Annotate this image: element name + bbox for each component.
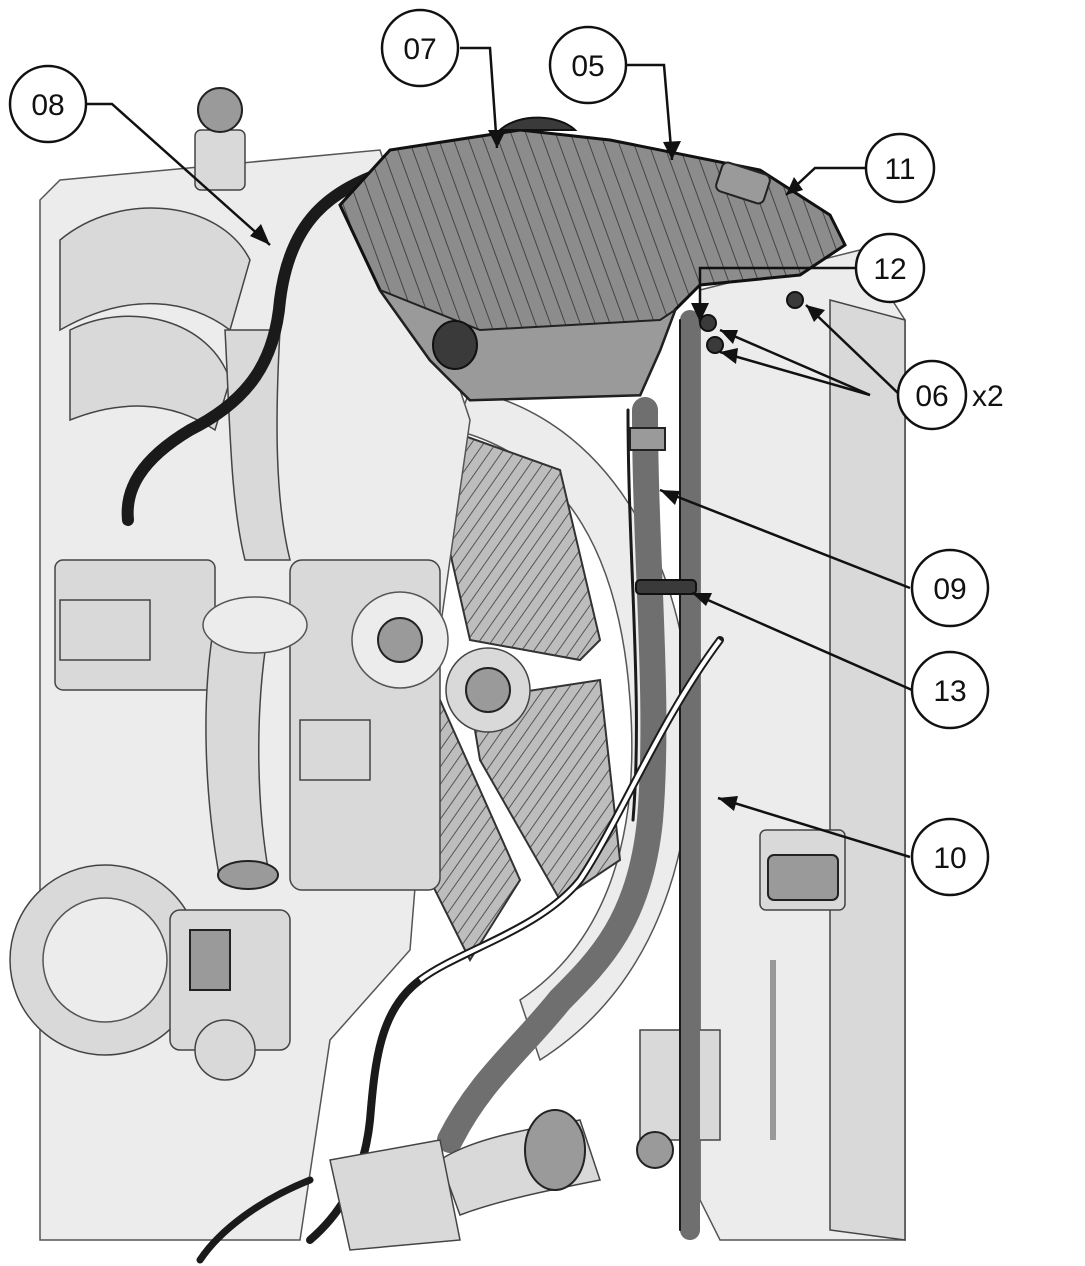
callout-10-label: 10 [933,842,966,875]
lower-outlet-pipe [329,1109,601,1251]
mounting-bolts-06 [699,291,804,354]
leader-lines [82,46,913,859]
callout-11-label: 11 [884,153,915,186]
callout-06-quantity: x2 [972,380,1004,413]
callout-05-label: 05 [571,50,604,83]
intake-pipe [202,329,308,890]
callout-05: 05 [548,25,628,105]
callout-09-label: 09 [933,573,966,606]
callout-08-label: 08 [31,89,64,122]
vent-line-10 [679,310,700,1240]
callout-06: 06 x2 [896,359,1004,431]
wire-harness [196,636,724,1264]
overflow-hose-08 [121,164,396,526]
callout-08: 08 [8,64,88,144]
callout-13-label: 13 [933,675,966,708]
hose-clamp-13 [635,579,697,595]
callout-06-label: 06 [915,380,948,413]
radiator [636,249,906,1241]
leader-arrowheads [250,130,825,811]
callout-12-label: 12 [873,253,906,286]
callout-07: 07 [380,8,460,88]
callout-07-label: 07 [403,33,436,66]
callout-10: 10 [910,817,990,897]
callout-09: 09 [910,548,990,628]
callout-11: 11 [864,132,936,204]
expansion-tank [338,116,847,402]
callout-12: 12 [854,232,926,304]
callout-13: 13 [910,650,990,730]
